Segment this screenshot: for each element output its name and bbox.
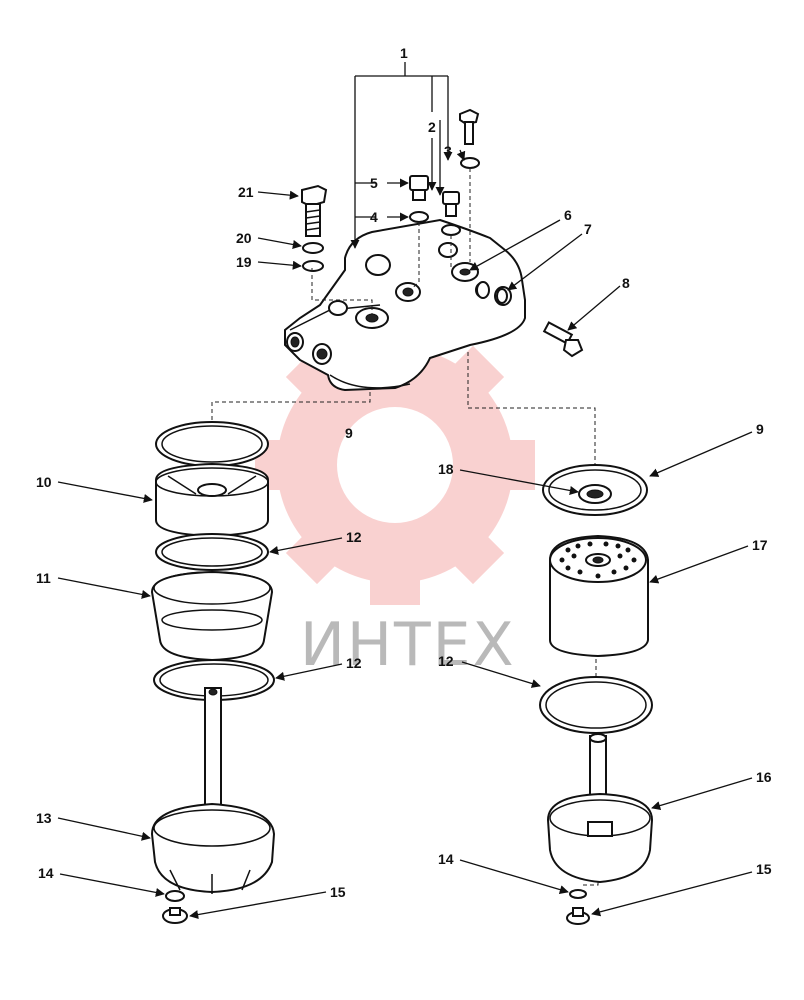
bolt-21 [301,184,328,237]
callout-12-right: 12 [438,653,454,669]
filter-element-17 [549,534,649,658]
callout-18: 18 [438,461,454,477]
leader-lines [57,62,753,920]
bowl-gasket-9-left [155,421,269,467]
drain-plug-15-right [566,907,590,925]
callout-17: 17 [752,537,768,553]
washer-20 [302,242,324,254]
callout-5: 5 [370,175,378,191]
screw-3 [459,108,480,145]
bowl-11 [150,570,274,662]
washer-2 [441,224,461,236]
callout-14-right: 14 [438,851,454,867]
callout-7: 7 [584,221,592,237]
callout-21: 21 [238,184,254,200]
gasket-12-right [539,676,653,734]
callout-4: 4 [370,209,378,225]
callout-15-right: 15 [756,861,772,877]
callout-9-left: 9 [345,425,353,441]
seal-6 [476,281,490,299]
callout-3: 3 [444,143,452,159]
washer-14-right [569,889,587,899]
callout-10: 10 [36,474,52,490]
bowl-16 [546,792,654,884]
plug-2 [442,191,460,217]
callout-14-left: 14 [38,865,54,881]
callout-12-bottom-left: 12 [346,655,362,671]
washer-19 [302,260,324,272]
base-13 [150,802,276,894]
callout-12-top-left: 12 [346,529,362,545]
callout-6: 6 [564,207,572,223]
callout-11: 11 [36,570,51,586]
callout-8: 8 [622,275,630,291]
watermark-text: ИНТЕХ [300,610,516,680]
callout-19: 19 [236,254,252,270]
gasket-12-top-left [155,533,269,571]
cover-10 [155,462,269,538]
washer-14-left [165,890,185,902]
watermark-logo [255,325,535,605]
callout-15-left: 15 [330,884,346,900]
callout-9-right: 9 [756,421,764,437]
callout-13: 13 [36,810,52,826]
seal-18 [578,484,612,504]
callout-2: 2 [428,119,436,135]
callout-labels: 1 2 3 5 4 21 20 19 6 7 8 9 9 10 18 12 17… [36,45,772,900]
callout-1: 1 [400,45,408,61]
drain-plug-15-left [162,907,188,924]
callout-20: 20 [236,230,252,246]
bolt-8 [542,321,584,358]
plug-5 [409,175,429,201]
washer-4 [409,211,429,223]
callout-16: 16 [756,769,772,785]
seal-7 [496,288,508,304]
